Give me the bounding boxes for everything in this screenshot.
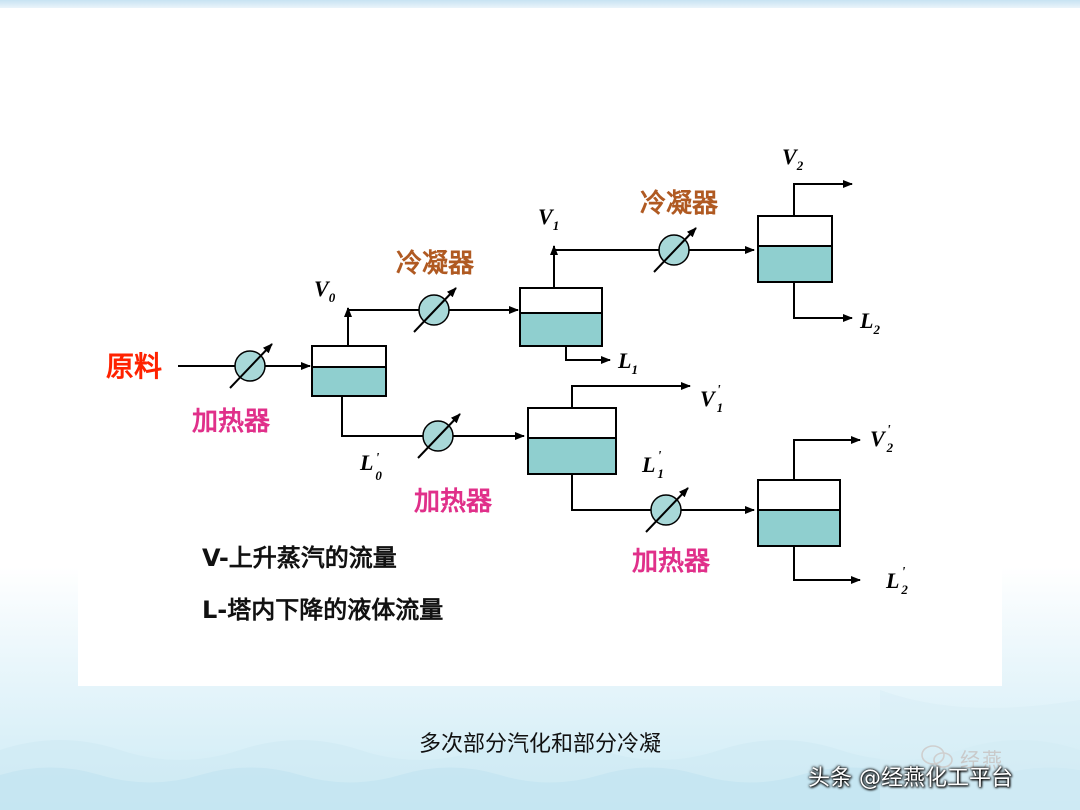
vessel-0 — [311, 345, 387, 397]
wave-decoration — [0, 690, 1080, 810]
condenser-label-2: 冷凝器 — [640, 188, 719, 219]
stream-label-l2p: L'2 — [885, 565, 908, 597]
diagram-panel: 原料 加热器 加热器 加热器 冷凝器 冷凝器 V0 V1 V2 L1 L2 L'… — [78, 124, 1002, 686]
heater-label-1: 加热器 — [414, 487, 493, 517]
heater-exchanger-2 — [645, 487, 689, 533]
vessel-2 — [757, 215, 833, 283]
legend-v: V-上升蒸汽的流量 — [202, 544, 397, 572]
stream-label-v1: V1 — [538, 204, 559, 233]
stream-label-v0: V0 — [314, 276, 336, 305]
heater-exchanger-1 — [417, 413, 461, 459]
stream-label-l1p: L'1 — [641, 449, 664, 481]
stream-label-l1: L1 — [617, 348, 638, 377]
condenser-exchanger-1 — [413, 287, 457, 333]
stream-label-l0p: L'0 — [359, 450, 382, 483]
stream-label-v1p: V'1 — [700, 383, 723, 415]
stream-label-v2p: V'2 — [870, 423, 894, 455]
condenser-exchanger-2 — [653, 227, 697, 273]
l0p-line — [341, 396, 525, 440]
heater-label-0: 加热器 — [192, 407, 271, 437]
v1p-line — [571, 382, 691, 408]
source-credit: 头条 @经燕化工平台 — [808, 766, 1013, 791]
watermark-brand: 经燕 — [960, 748, 1004, 772]
v1-line — [553, 246, 755, 288]
stream-label-l2: L2 — [859, 308, 880, 337]
wechat-icon — [921, 745, 953, 768]
stream-label-v2: V2 — [782, 144, 804, 173]
vessel-1 — [519, 287, 603, 347]
l2p-line — [793, 546, 861, 584]
v2-line — [793, 180, 853, 216]
heater-label-2: 加热器 — [632, 547, 711, 577]
top-bar — [0, 0, 1080, 8]
legend-l: L-塔内下降的液体流量 — [202, 596, 443, 624]
distillation-diagram: 原料 加热器 加热器 加热器 冷凝器 冷凝器 V0 V1 V2 L1 L2 L'… — [106, 144, 908, 624]
v2p-line — [793, 436, 861, 480]
l2-line — [793, 282, 853, 322]
condenser-label-1: 冷凝器 — [396, 248, 475, 279]
slide-caption: 多次部分汽化和部分冷凝 — [418, 732, 661, 757]
vessel-4 — [757, 479, 841, 547]
vessel-3 — [527, 407, 617, 475]
feed-label: 原料 — [106, 350, 162, 383]
l1p-line — [571, 474, 755, 514]
l1-line — [565, 346, 611, 364]
heater-exchanger-0 — [229, 343, 273, 389]
